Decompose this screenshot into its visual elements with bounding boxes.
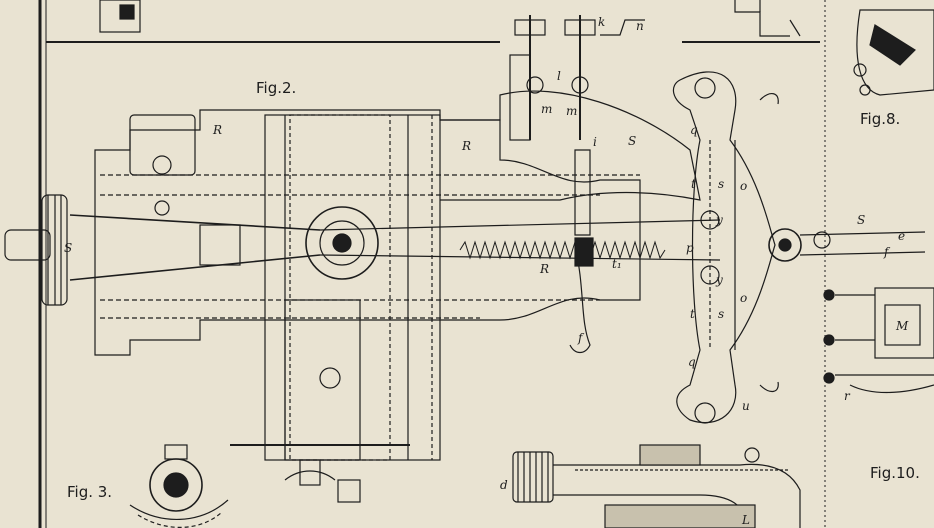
label-m: m	[566, 104, 577, 118]
fig2-drawing	[4, 15, 926, 503]
label-S: S	[64, 241, 72, 255]
label-o: o	[740, 291, 747, 305]
label-y: y	[715, 273, 723, 287]
fig3-drawing	[129, 444, 229, 528]
label-t: t	[691, 177, 696, 191]
label-u: u	[742, 399, 750, 413]
fig3-caption: Fig. 3.	[67, 483, 112, 501]
label-L: L	[741, 513, 750, 527]
label-l: l	[557, 69, 561, 83]
label-k: k	[598, 15, 605, 29]
plate-frame	[38, 0, 826, 528]
fig8-drawing	[853, 9, 934, 96]
label-R: R	[212, 123, 222, 137]
label-R: R	[461, 139, 471, 153]
label-s: s	[718, 177, 724, 191]
section-drawing	[512, 444, 801, 528]
label-t: t	[690, 307, 695, 321]
label-f: f	[883, 245, 891, 259]
label-o: o	[740, 179, 747, 193]
label-S: S	[628, 134, 636, 148]
label-i: i	[593, 135, 597, 149]
label-q: q	[688, 355, 696, 369]
fig2-caption: Fig.2.	[256, 79, 296, 97]
label-n: n	[636, 19, 644, 33]
label-e: e	[898, 229, 905, 243]
label-S: S	[857, 213, 865, 227]
label-t1: t₁	[612, 257, 622, 271]
label-q: q	[690, 123, 698, 137]
label-d: d	[500, 478, 508, 492]
label-s: s	[718, 307, 724, 321]
label-R: R	[539, 262, 549, 276]
label-m: m	[541, 102, 552, 116]
fig10-caption: Fig.10.	[870, 464, 920, 482]
label-r: r	[844, 389, 851, 403]
label-M: M	[895, 319, 909, 333]
fig10-drawing	[823, 287, 934, 394]
fig1-fragments	[99, 0, 801, 37]
label-y: y	[715, 213, 723, 227]
label-p: p	[686, 241, 694, 255]
label-f: f	[577, 331, 585, 345]
fig8-caption: Fig.8.	[860, 110, 900, 128]
